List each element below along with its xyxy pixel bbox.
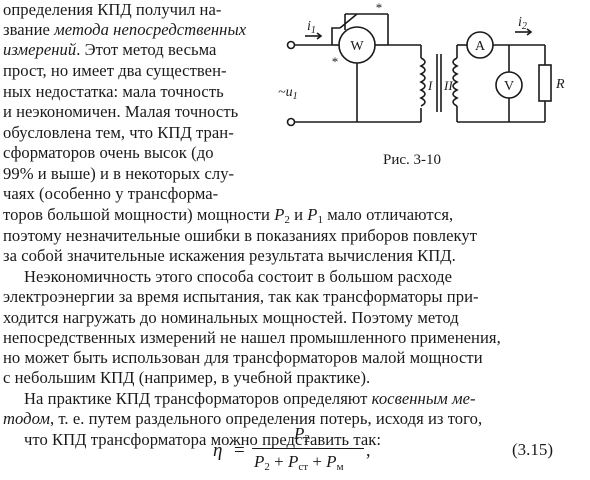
label-a: A — [475, 39, 486, 54]
primary-winding — [419, 57, 426, 107]
text-line: поэтому незначительные ошибки в показани… — [3, 226, 477, 246]
equation-number: (3.15) — [512, 440, 554, 459]
circuit-svg: i1 i2 ~u1 I II R W A V * * — [278, 0, 565, 127]
text-line: и неэкономичен. Малая точность — [3, 102, 238, 122]
text-span: и неэкономичен. Малая точность — [3, 102, 239, 121]
text-span: определения КПД получил на- — [3, 0, 222, 19]
subscript: 2 — [284, 214, 290, 226]
text-line: Неэкономичность этого способа состоит в … — [24, 267, 452, 287]
subscript: 1 — [317, 214, 324, 226]
text-span: , т. е. путем раздельного определения по… — [49, 409, 483, 428]
text-span: и — [289, 205, 308, 224]
text-line: чаях (особенно у трансформа- — [3, 184, 218, 204]
label-r: R — [555, 77, 565, 92]
equals-sign: = — [234, 440, 245, 461]
terminal-bottom — [286, 117, 296, 127]
text-line: определения КПД получил на- — [3, 0, 221, 20]
text-span: поэтому незначительные ошибки в показани… — [3, 226, 478, 245]
text-line: прост, но имеет два существен- — [3, 61, 227, 81]
text-line: но может быть использован для трансформа… — [3, 348, 483, 368]
figure-caption: Рис. 3-10 — [383, 152, 442, 168]
italic-term: измерений — [3, 40, 77, 59]
text-line: ходится нагружать до номинальных мощност… — [3, 308, 459, 328]
formula-comma: , — [366, 440, 371, 460]
secondary-winding — [452, 57, 459, 107]
text-span: звание — [3, 20, 55, 39]
text-span: прост, но имеет два существен- — [3, 61, 227, 80]
text-span: мало отличаются, — [323, 205, 454, 224]
text-line: непосредственных измерений не нашел пром… — [3, 328, 501, 348]
italic-term: тодом — [3, 409, 50, 428]
label-i2: i2 — [518, 15, 527, 32]
text-line: за собой значительные искажения результа… — [3, 246, 456, 266]
label-winding-2: II — [443, 78, 453, 93]
text-span: чаях (особенно у трансформа- — [3, 184, 219, 203]
text-span: сформаторов очень высок (до — [3, 143, 214, 162]
label-v: V — [504, 79, 514, 94]
text-line: тодом, т. е. путем раздельного определен… — [3, 409, 482, 429]
text-line: На практике КПД трансформаторов определя… — [24, 389, 476, 409]
italic-term: метода непосредственных — [54, 20, 247, 39]
star-marker-top: * — [376, 0, 383, 15]
text-span: с небольшим КПД (например, в учебной пра… — [3, 368, 371, 387]
text-span: . Этот метод весьма — [76, 40, 217, 59]
text-line: 99% и выше) и в некоторых слу- — [3, 164, 234, 184]
text-line: что КПД трансформатора можно представить… — [24, 430, 381, 450]
terminal-top — [286, 40, 296, 50]
fraction-denominator: P2 + Pст + Pм — [254, 452, 344, 473]
text-span: 99% и выше) и в некоторых слу- — [3, 164, 235, 183]
label-winding-1: I — [427, 78, 433, 93]
symbol-p1: P — [307, 205, 318, 224]
text-span: ходится нагружать до номинальных мощност… — [3, 308, 459, 327]
label-i1: i1 — [307, 19, 316, 36]
text-span: что КПД трансформатора можно представить… — [24, 430, 382, 449]
circuit-diagram: i1 i2 ~u1 I II R W A V * * — [275, 0, 590, 180]
text-line: ных недостатка: мала точность — [3, 82, 224, 102]
text-span: На практике КПД трансформаторов определя… — [24, 389, 372, 408]
text-line: сформаторов очень высок (до — [3, 143, 214, 163]
star-marker-bottom: * — [332, 54, 339, 69]
text-line: электроэнергии за время испытания, так к… — [3, 287, 479, 307]
fraction-bar — [252, 448, 364, 450]
text-span: непосредственных измерений не нашел пром… — [3, 328, 501, 347]
text-span: но может быть использован для трансформа… — [3, 348, 483, 367]
text-span: за собой значительные искажения результа… — [3, 246, 456, 265]
text-line: звание метода непосредственных — [3, 20, 246, 40]
symbol-eta: η — [213, 440, 223, 461]
text-span: электроэнергии за время испытания, так к… — [3, 287, 479, 306]
load-resistor — [538, 64, 552, 102]
italic-term: косвенным ме- — [371, 389, 476, 408]
label-u1: ~u1 — [278, 85, 298, 102]
text-span: торов большой мощности) мощности — [3, 205, 275, 224]
text-line: обусловлена тем, что КПД тран- — [3, 123, 234, 143]
text-span: ных недостатка: мала точность — [3, 82, 224, 101]
text-span: обусловлена тем, что КПД тран- — [3, 123, 234, 142]
label-w: W — [350, 39, 364, 54]
text-line: измерений. Этот метод весьма — [3, 40, 216, 60]
formula-3-15: η = P2 P2 + Pст + Pм , (3.15) — [0, 424, 590, 480]
text-line: с небольшим КПД (например, в учебной пра… — [3, 368, 370, 388]
symbol-p2: P — [274, 205, 285, 224]
text-line: торов большой мощности) мощности P2 и P1… — [3, 205, 454, 226]
fraction-numerator: P2 — [294, 424, 310, 445]
text-span: Неэкономичность этого способа состоит в … — [24, 267, 453, 286]
